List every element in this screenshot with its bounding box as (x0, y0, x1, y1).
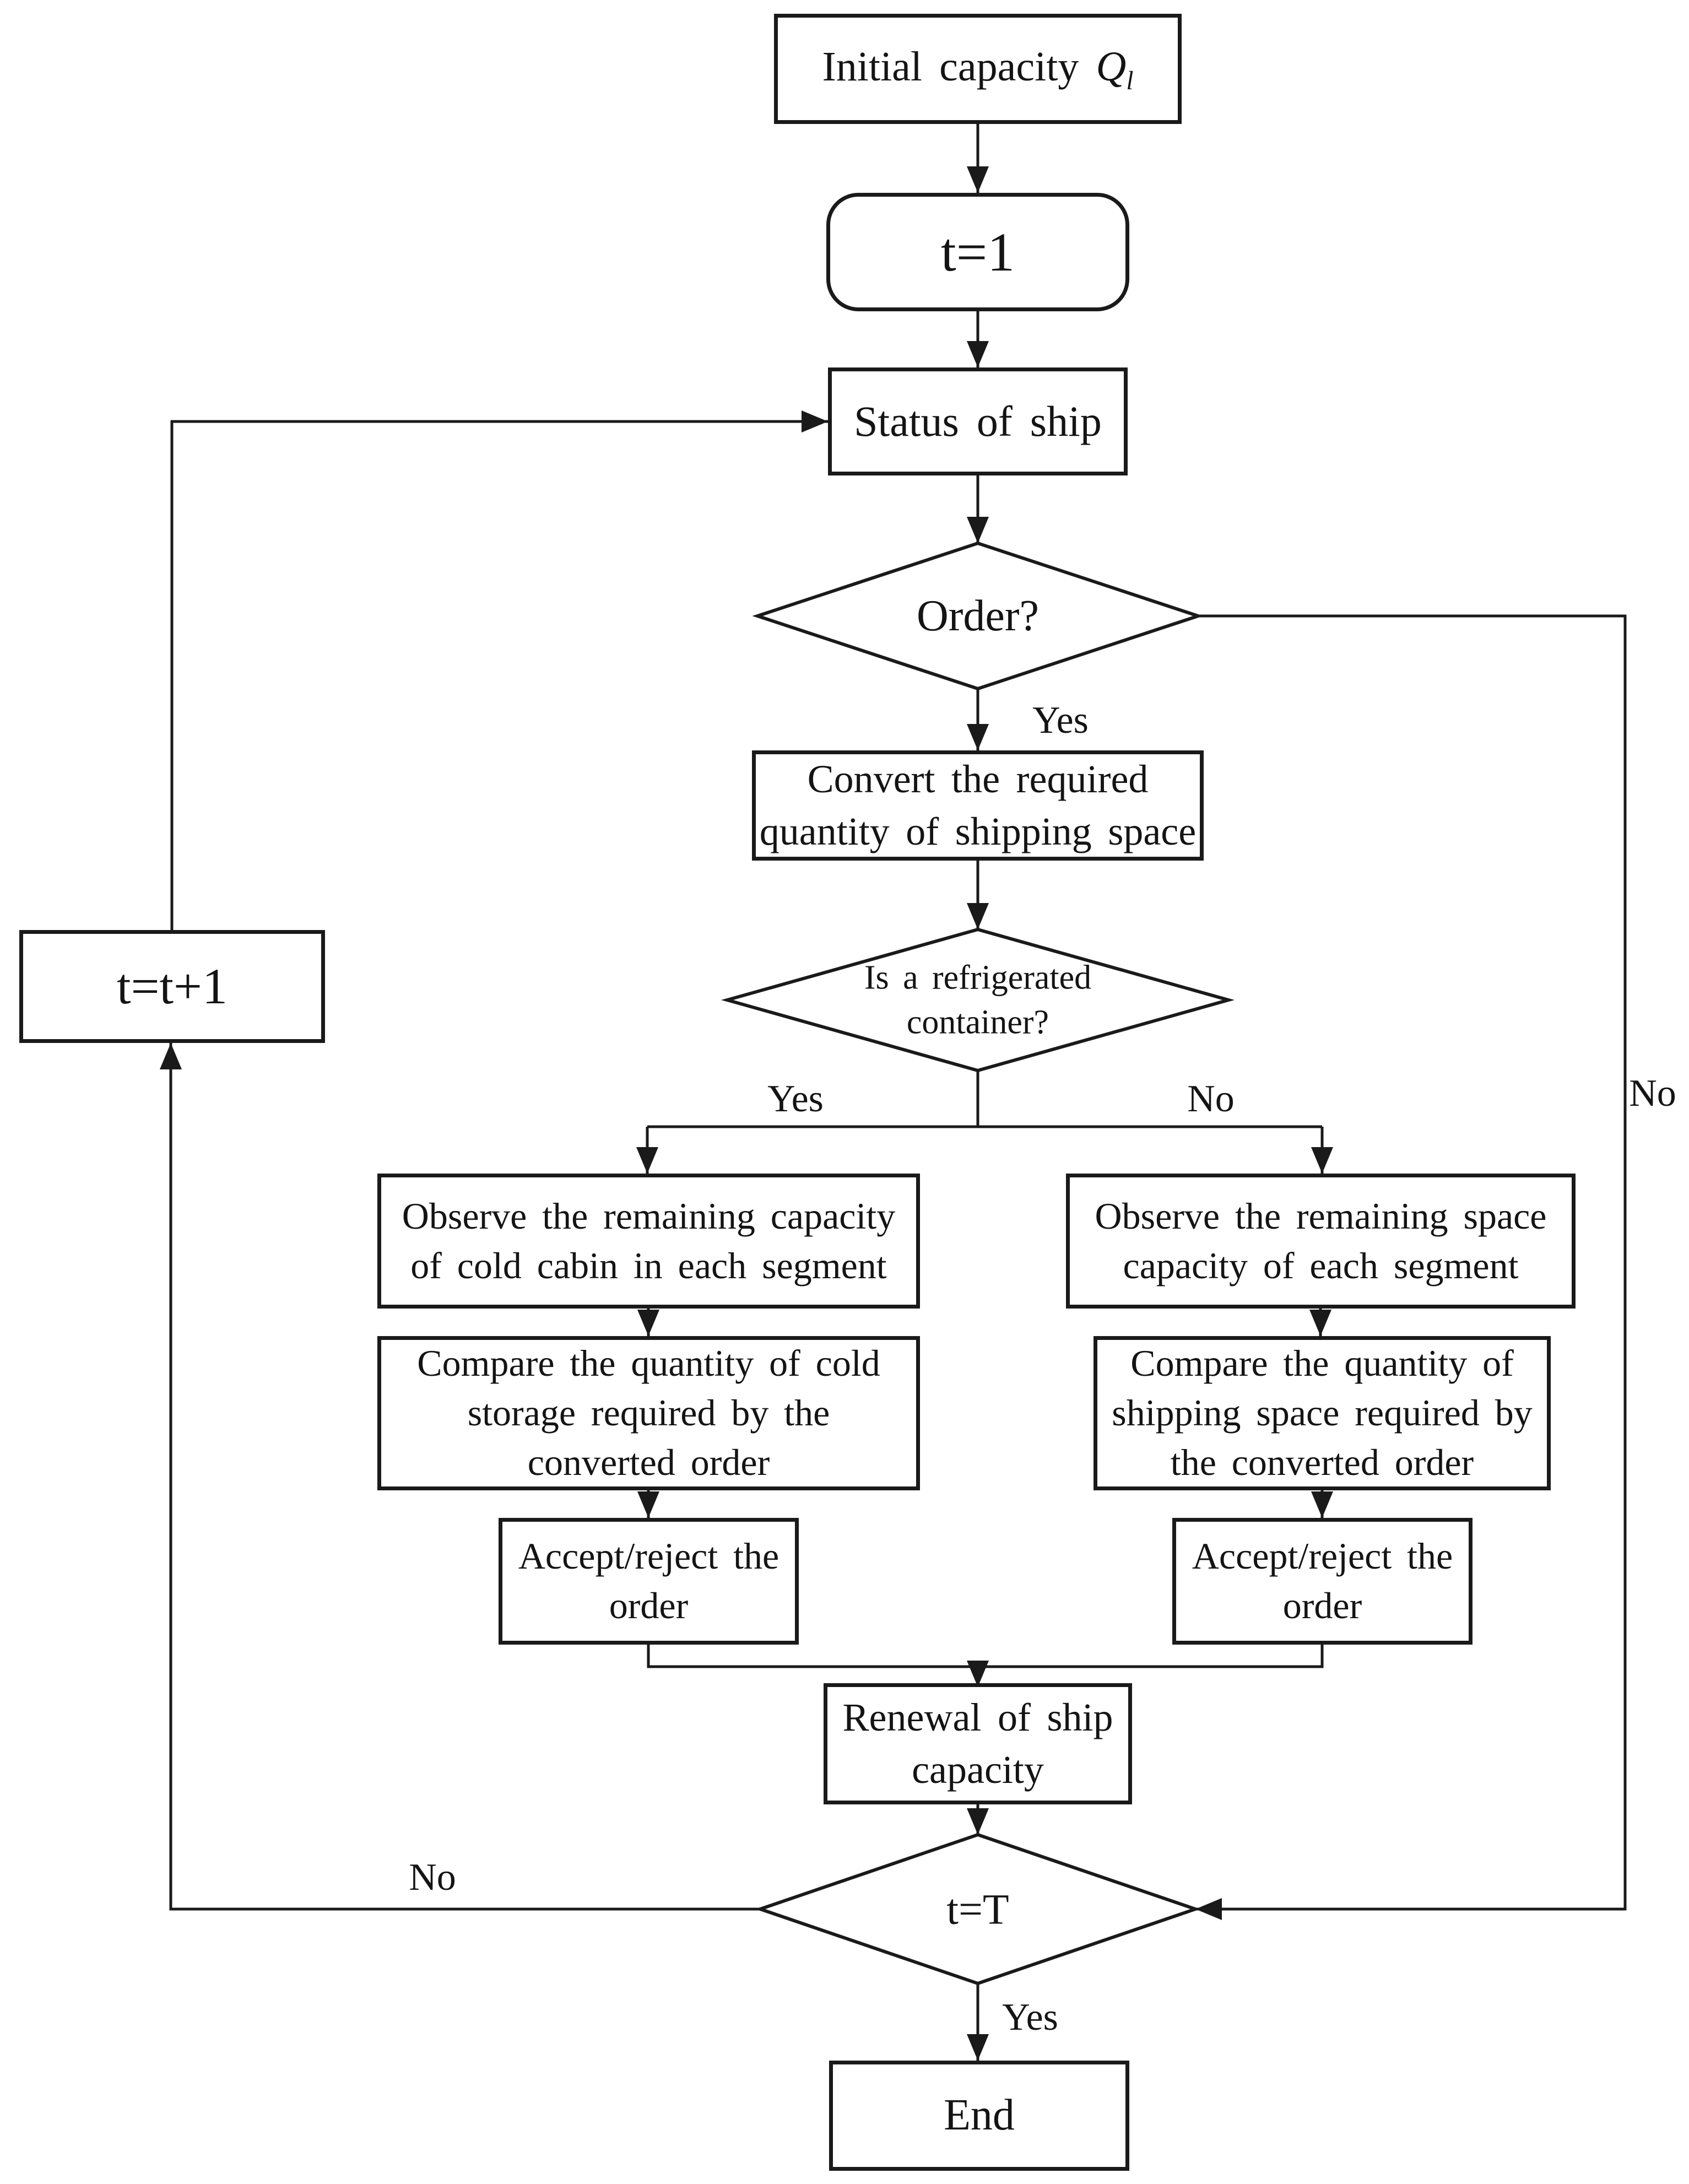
node-compare-space-line3: the converted order (1170, 1441, 1474, 1483)
node-end-label: End (944, 2091, 1015, 2140)
node-accept-reject-left: Accept/reject the order (499, 1518, 799, 1645)
node-convert-order: Convert the required quantity of shippin… (752, 750, 1204, 861)
edge-label-order-yes: Yes (1032, 699, 1089, 742)
node-observe-space-line2: capacity of each segment (1123, 1244, 1519, 1286)
node-observe-cold-line1: Observe the remaining capacity (402, 1194, 896, 1237)
edge-increment-to-status (170, 410, 828, 930)
node-t-equals-T-decision-shape (755, 1832, 1201, 1986)
edge-label-order-no: No (1629, 1072, 1676, 1115)
node-renewal-capacity: Renewal of ship capacity (824, 1683, 1132, 1804)
node-order-decision-shape (752, 541, 1204, 691)
node-refrigerated-decision-line1: Is a refrigerated (864, 959, 1092, 997)
node-refrigerated-decision-line2: container? (906, 1003, 1049, 1041)
node-convert-order-line1: Convert the required (807, 756, 1149, 801)
initial-capacity-text: Initial capacity (822, 44, 1079, 90)
node-accept-reject-right: Accept/reject the order (1172, 1518, 1473, 1645)
node-renewal-capacity-line1: Renewal of ship (842, 1695, 1113, 1739)
node-refrigerated-decision-shape (721, 927, 1235, 1073)
node-compare-space-line1: Compare the quantity of (1130, 1342, 1514, 1385)
node-set-t1: t=1 (826, 193, 1129, 311)
node-increment-t-label: t=t+1 (117, 958, 228, 1014)
edge-label-tT-no: No (409, 1856, 456, 1899)
edge-label-tT-yes: Yes (1002, 1996, 1058, 2039)
node-accept-reject-right-line1: Accept/reject the (1192, 1535, 1453, 1577)
node-status-of-ship: Status of ship (828, 367, 1128, 475)
node-compare-cold-line2: storage required by the (467, 1392, 830, 1434)
node-increment-t: t=t+1 (19, 930, 325, 1043)
node-convert-order-line2: quantity of shipping space (759, 809, 1197, 853)
edge-tT-no-to-increment (160, 1043, 760, 1911)
node-status-of-ship-label: Status of ship (854, 397, 1102, 445)
node-accept-reject-right-line2: order (1282, 1585, 1362, 1626)
initial-capacity-subscript: l (1126, 67, 1134, 96)
node-refrigerated-decision-label: Is a refrigerated container? (864, 955, 1091, 1044)
node-accept-reject-left-line2: order (609, 1585, 689, 1626)
node-compare-cold-line1: Compare the quantity of cold (417, 1342, 880, 1385)
node-compare-space-line2: shipping space required by (1112, 1392, 1533, 1434)
node-initial-capacity-label: Initial capacity Ql (822, 39, 1134, 98)
initial-capacity-variable: Q (1096, 44, 1127, 90)
node-set-t1-label: t=1 (940, 221, 1015, 283)
edge-accept-merge-bar (647, 1645, 1324, 1668)
node-t-equals-T-decision-label: t=T (946, 1885, 1009, 1933)
node-observe-cold: Observe the remaining capacity of cold c… (377, 1174, 920, 1309)
node-compare-cold: Compare the quantity of cold storage req… (377, 1336, 920, 1490)
node-end: End (829, 2061, 1129, 2171)
node-order-decision-label: Order? (916, 592, 1040, 640)
node-observe-cold-line2: of cold cabin in each segment (410, 1244, 887, 1286)
node-renewal-capacity-line2: capacity (912, 1748, 1044, 1792)
edge-order-no-to-tT (1195, 614, 1627, 1920)
node-observe-space-line1: Observe the remaining space (1095, 1194, 1547, 1237)
edge-label-refrigerated-no: No (1187, 1078, 1235, 1120)
node-initial-capacity: Initial capacity Ql (774, 14, 1182, 124)
node-accept-reject-left-line1: Accept/reject the (518, 1535, 779, 1577)
node-compare-cold-line3: converted order (527, 1441, 770, 1483)
node-observe-space: Observe the remaining space capacity of … (1066, 1174, 1576, 1309)
node-compare-space: Compare the quantity of shipping space r… (1093, 1336, 1551, 1490)
edge-label-refrigerated-yes: Yes (767, 1078, 824, 1120)
